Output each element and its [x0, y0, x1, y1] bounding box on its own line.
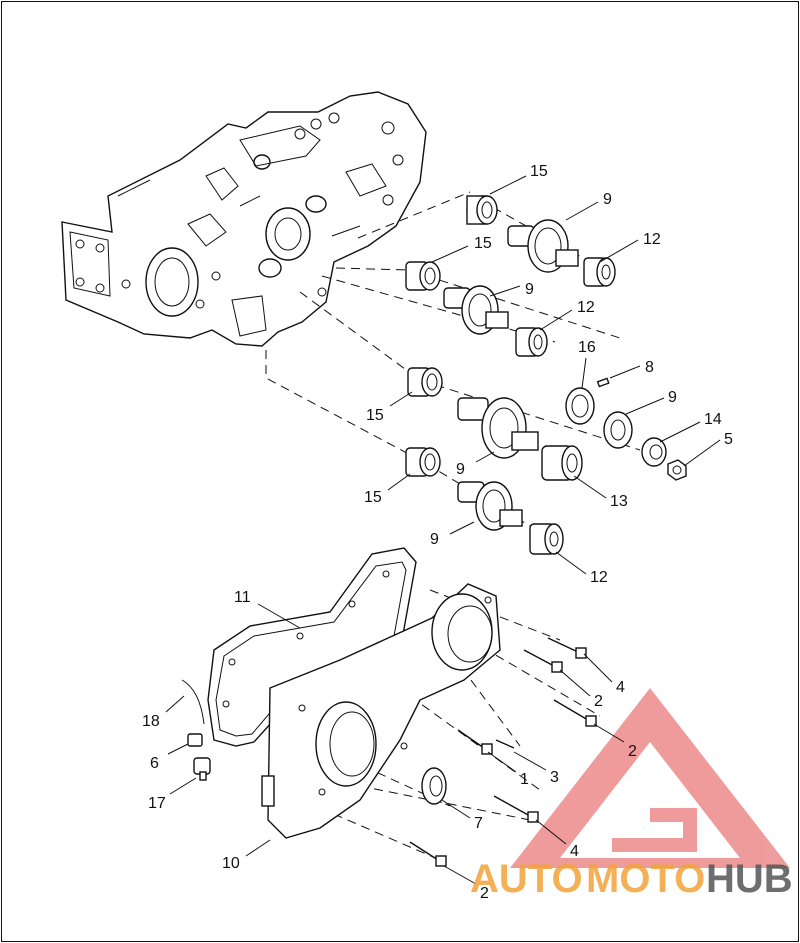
- callout-12-second: 12: [577, 299, 595, 316]
- cam-gear-9-top: [507, 219, 579, 273]
- callout-1: 1: [520, 771, 529, 788]
- callout-9-pinion: 9: [668, 389, 677, 406]
- callout-14: 14: [704, 411, 722, 428]
- leader-lines: [165, 175, 721, 885]
- callout-11: 11: [234, 589, 251, 606]
- bearing-15-top: [466, 195, 498, 225]
- cam-gear-9-fourth: [457, 481, 523, 531]
- gear-cover-10: [261, 583, 501, 839]
- nut-5: [667, 459, 687, 481]
- callout-9-fourth: 9: [430, 531, 439, 548]
- bearing-15-third: [407, 367, 443, 397]
- cam-gear-9-second: [443, 285, 509, 335]
- callout-12-fourth: 12: [590, 569, 608, 586]
- callout-2-middle: 2: [628, 743, 637, 760]
- callout-18: 18: [142, 713, 160, 730]
- callout-16: 16: [578, 339, 596, 356]
- bearing-12-top: [583, 257, 616, 287]
- crankcase: [61, 91, 427, 347]
- bearing-12-second: [515, 327, 548, 357]
- watermark-moto: MOTO: [586, 857, 705, 901]
- callout-15-fourth: 15: [364, 489, 382, 506]
- watermark-hub: HUB: [706, 857, 793, 901]
- bearing-15-second: [405, 261, 441, 291]
- callout-4-upper: 4: [616, 679, 625, 696]
- callout-4-lower: 4: [570, 843, 579, 860]
- watermark-text: AUTO MOTO HUB: [470, 857, 793, 901]
- bearing-13: [541, 445, 583, 481]
- hose-18: [181, 679, 205, 725]
- callout-2-lower: 2: [480, 885, 489, 902]
- watermark-logo: [510, 688, 790, 868]
- callout-17: 17: [148, 795, 166, 812]
- callout-3: 3: [550, 769, 559, 786]
- bearing-12-fourth: [529, 523, 564, 555]
- spacer-14: [641, 437, 667, 467]
- bearing-15-fourth: [405, 447, 441, 477]
- pinion-gear-16: [565, 387, 595, 425]
- gear-9-pinion: [603, 411, 633, 449]
- watermark-auto: AUTO: [470, 857, 583, 901]
- callout-9-second: 9: [525, 281, 534, 298]
- key-8: [596, 377, 610, 388]
- seal-7: [421, 767, 447, 805]
- callout-8: 8: [645, 359, 654, 376]
- callout-12-top: 12: [643, 231, 661, 248]
- callout-9-top: 9: [603, 191, 612, 208]
- callout-15-third: 15: [366, 407, 384, 424]
- plug-6: [187, 733, 203, 747]
- callout-7: 7: [474, 815, 483, 832]
- callout-10: 10: [222, 855, 240, 872]
- callout-labels: 15 9 12 15 9 12 16 8 9 14 5 15 9 13 15 9…: [142, 163, 733, 902]
- callout-13: 13: [610, 493, 628, 510]
- callout-2-upper: 2: [594, 693, 603, 710]
- callout-6: 6: [150, 755, 159, 772]
- watermark-g-shape: [612, 808, 697, 852]
- callout-5: 5: [724, 431, 733, 448]
- callout-15-top: 15: [530, 163, 548, 180]
- callout-9-third: 9: [456, 461, 465, 478]
- fitting-17: [193, 757, 211, 781]
- cam-gear-9-third: [457, 397, 539, 459]
- callout-15-second: 15: [474, 235, 492, 252]
- screws: [409, 637, 597, 867]
